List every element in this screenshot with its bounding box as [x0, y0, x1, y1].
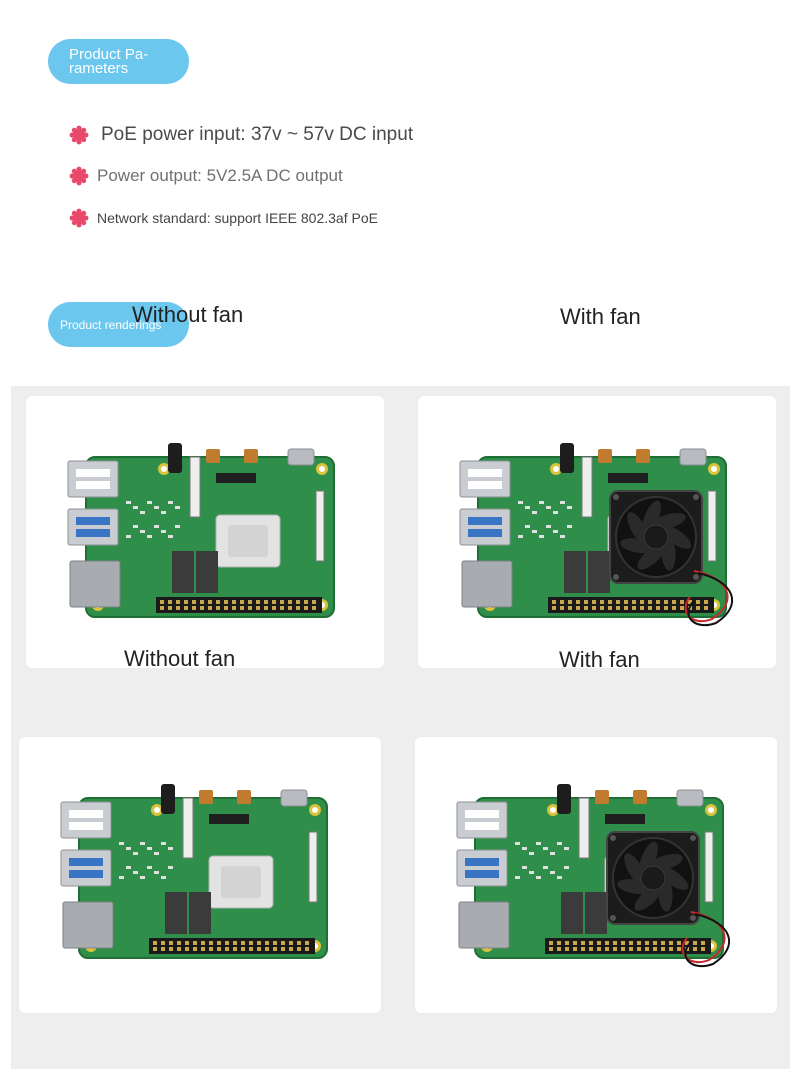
feature-text: Network standard: support IEEE 802.3af P… — [97, 210, 378, 226]
badge-label: Product renderings — [60, 317, 162, 332]
badge-line-1: Product Pa- — [69, 45, 149, 63]
gallery-caption: With fan — [559, 647, 640, 672]
pi-board-with-fan-image — [456, 784, 731, 968]
product-parameters-badge: Product Pa- rameters — [48, 39, 189, 84]
red-flower-bullet-icon — [69, 125, 89, 145]
pi-board-without-fan-image — [67, 443, 335, 618]
product-renderings-badge: Product renderings — [48, 302, 189, 347]
pi-board-without-fan-image — [60, 784, 328, 959]
gallery-caption: Without fan — [124, 646, 236, 671]
feature-text: Power output: 5V2.5A DC output — [97, 166, 343, 185]
gallery-caption: Without fan — [132, 302, 244, 327]
gallery-card — [19, 737, 381, 1013]
renderings-gallery — [11, 386, 790, 1069]
red-flower-bullet-icon — [69, 166, 89, 186]
feature-text: PoE power input: 37v ~ 57v DC input — [101, 124, 414, 145]
feature-item: Network standard: support IEEE 802.3af P… — [69, 208, 378, 228]
gallery-card — [415, 737, 777, 1013]
gallery-caption: With fan — [560, 304, 641, 329]
badge-line-2: rameters — [69, 59, 129, 77]
pi-board-with-fan-image — [459, 443, 734, 627]
gallery-card — [26, 396, 384, 668]
feature-item: PoE power input: 37v ~ 57v DC input — [69, 124, 413, 146]
red-flower-bullet-icon — [69, 208, 89, 228]
feature-item: Power output: 5V2.5A DC output — [69, 166, 343, 186]
gallery-card — [418, 396, 776, 668]
